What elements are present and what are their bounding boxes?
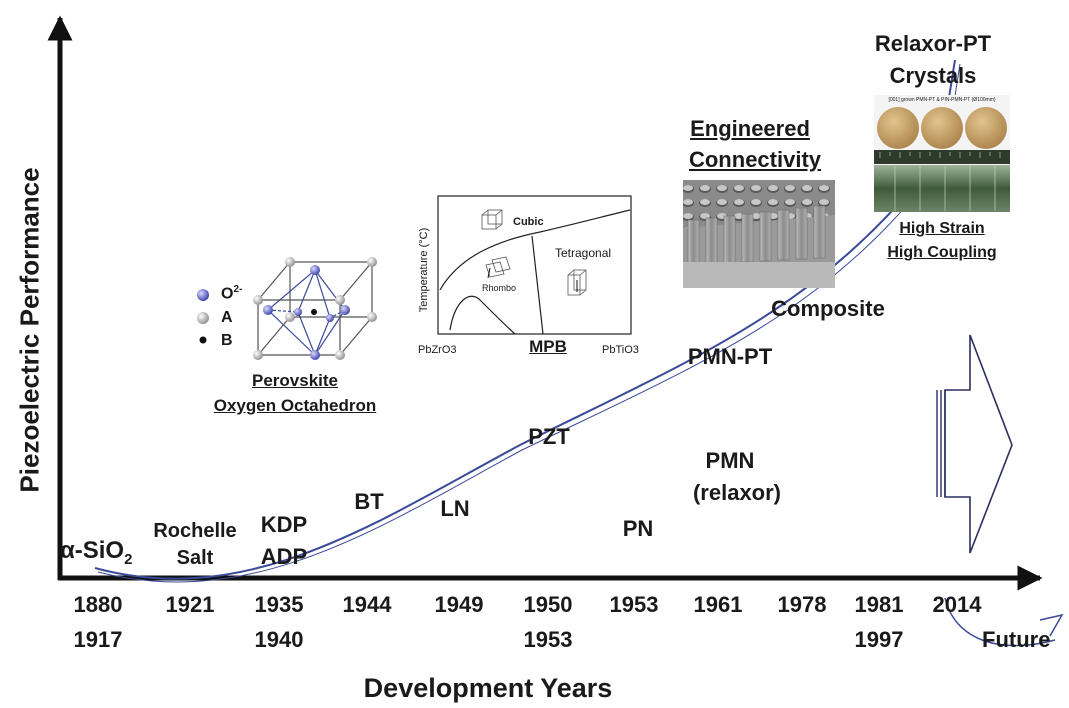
material-kdp: KDP <box>260 512 308 537</box>
phase-cubic-label: Cubic <box>513 216 544 228</box>
material-ln: LN <box>440 496 470 521</box>
crystal-photo <box>874 95 1010 212</box>
perovskite-caption-line2: Oxygen Octahedron <box>213 396 377 415</box>
future-arrow <box>944 597 1064 647</box>
year-label: 1949 <box>434 592 484 617</box>
perovskite-caption-line1: Perovskite <box>252 371 338 390</box>
relaxor-title-line2: Crystals <box>889 63 977 88</box>
phase-rhombo-label: Rhombo <box>482 283 517 293</box>
year-label: 1978 <box>777 592 827 617</box>
material-sio2-text: α-SiO <box>60 537 125 564</box>
material-bt: BT <box>354 489 384 514</box>
year-label: 1953 <box>523 627 573 652</box>
future-label: Future <box>982 627 1051 652</box>
legend-oxygen-text: O <box>221 285 234 303</box>
material-pmn-pt: PMN-PT <box>687 344 773 369</box>
phase-left-end-label: PbZrO3 <box>418 344 457 356</box>
material-composite: Composite <box>771 296 885 321</box>
year-label: 1921 <box>165 592 215 617</box>
x-axis-label: Development Years <box>363 673 613 703</box>
legend-oxygen-marker <box>197 289 209 301</box>
year-label: 1917 <box>73 627 123 652</box>
engineered-title-line1: Engineered <box>690 116 810 141</box>
material-sio2-subscript: 2 <box>124 550 133 568</box>
y-axis-label: Piezoelectric Performance <box>14 167 45 493</box>
phase-tetragonal-label: Tetragonal <box>555 246 612 260</box>
year-label: 1950 <box>523 592 573 617</box>
material-pn: PN <box>622 516 654 541</box>
material-pmn-line2: (relaxor) <box>692 480 782 505</box>
relaxor-caption-line1: High Strain <box>899 220 985 237</box>
material-rochelle-salt-line2: Salt <box>176 547 214 569</box>
relaxor-caption-line2: High Coupling <box>887 244 997 261</box>
year-label: 1997 <box>854 627 904 652</box>
phase-right-end-label: PbTiO3 <box>602 344 639 356</box>
year-label: 2014 <box>932 592 982 617</box>
big-forward-arrow <box>936 334 1013 554</box>
legend-b-marker <box>199 336 207 344</box>
engineered-title-line2: Connectivity <box>688 147 822 172</box>
year-label: 1961 <box>693 592 743 617</box>
year-label: 1935 <box>254 592 304 617</box>
material-sio2: α-SiO2 <box>60 537 133 568</box>
legend-b-label: B <box>221 332 233 349</box>
year-label: 1944 <box>342 592 392 617</box>
b-site-atom <box>311 309 317 315</box>
phase-diagram-temperature-label: Temperature (°C) <box>417 227 430 313</box>
oxygen-atoms <box>263 265 350 360</box>
year-label: 1981 <box>854 592 904 617</box>
year-label: 1940 <box>254 627 304 652</box>
material-pzt: PZT <box>528 424 570 449</box>
legend-a-label: A <box>221 309 233 326</box>
phase-diagram <box>437 195 632 335</box>
phase-mpb-label: MPB <box>529 337 567 356</box>
legend-oxygen-charge: 2- <box>233 284 243 295</box>
material-pmn-line1: PMN <box>705 448 755 473</box>
perovskite-structure <box>197 257 377 360</box>
material-rochelle-salt-line1: Rochelle <box>153 520 237 542</box>
year-label: 1953 <box>609 592 659 617</box>
legend-oxygen-label: O2- <box>221 284 242 303</box>
material-adp: ADP <box>260 544 308 569</box>
crystal-photo-caption: [001] grown PMN-PT & PIN-PMN-PT (Ø100mm) <box>888 97 996 103</box>
a-site-atoms <box>253 257 377 360</box>
pillar-array-image <box>683 180 835 288</box>
relaxor-title-line1: Relaxor-PT <box>874 31 992 56</box>
year-label: 1880 <box>73 592 123 617</box>
legend-a-marker <box>197 312 209 324</box>
